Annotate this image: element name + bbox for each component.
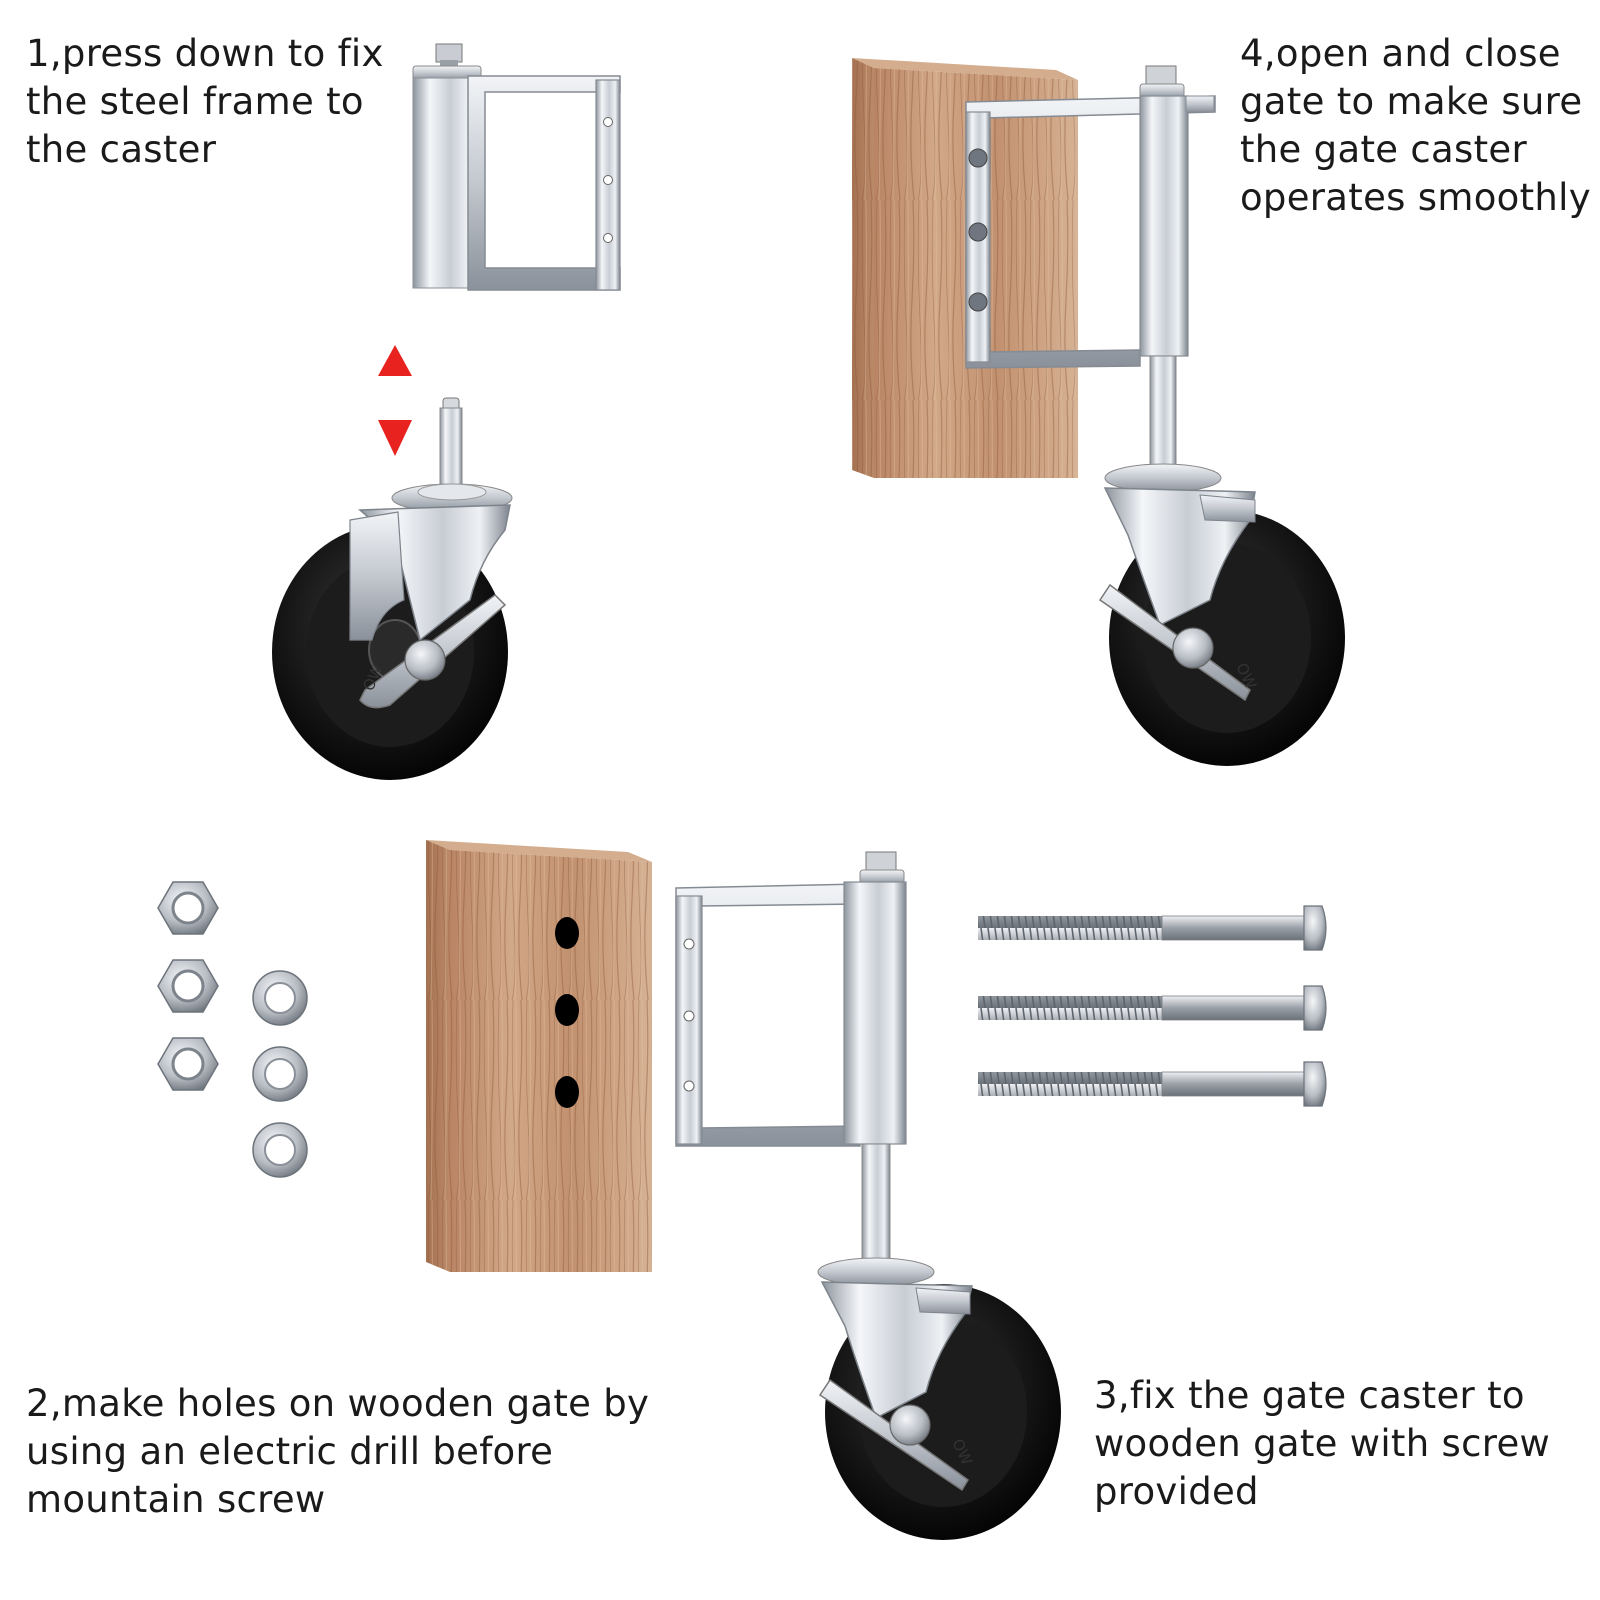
step-1-line: the steel frame to (26, 80, 364, 123)
lock-washers-icon (252, 970, 308, 1178)
step-2-line: mountain screw (26, 1478, 326, 1521)
hex-nuts-icon (157, 881, 219, 1091)
step-3-line: 3,fix the gate caster to (1094, 1374, 1525, 1417)
step-4-line: the gate caster (1240, 128, 1527, 171)
step-2-line: using an electric drill before (26, 1430, 554, 1473)
gate-caster-bracket-icon: OW (675, 851, 1061, 1540)
assembled-gate-caster-icon: OW (965, 65, 1345, 766)
step-3-line: wooden gate with screw (1094, 1422, 1551, 1465)
steel-frame-bracket-icon (412, 43, 621, 291)
step-4-instruction: 4,open and close gate to make sure the g… (1240, 30, 1591, 222)
step-2-instruction: 2,make holes on wooden gate by using an … (26, 1380, 649, 1524)
wooden-post-icon (852, 58, 1078, 478)
step-1-line: the caster (26, 128, 217, 171)
step-4-line: gate to make sure (1240, 80, 1583, 123)
caster-wheel-icon: OW (272, 397, 513, 780)
step-2-line: 2,make holes on wooden gate by (26, 1382, 650, 1425)
step-1-line: 1,press down to fix (26, 32, 384, 75)
step-3-line: provided (1094, 1470, 1259, 1513)
mounting-bolts-icon (978, 905, 1327, 1107)
drilled-wooden-block-icon (426, 840, 652, 1272)
step-4-line: operates smoothly (1240, 176, 1591, 219)
step-3-instruction: 3,fix the gate caster to wooden gate wit… (1094, 1372, 1550, 1516)
press-direction-arrows-icon (378, 345, 412, 456)
step-4-line: 4,open and close (1240, 32, 1561, 75)
step-1-instruction: 1,press down to fix the steel frame to t… (26, 30, 384, 174)
